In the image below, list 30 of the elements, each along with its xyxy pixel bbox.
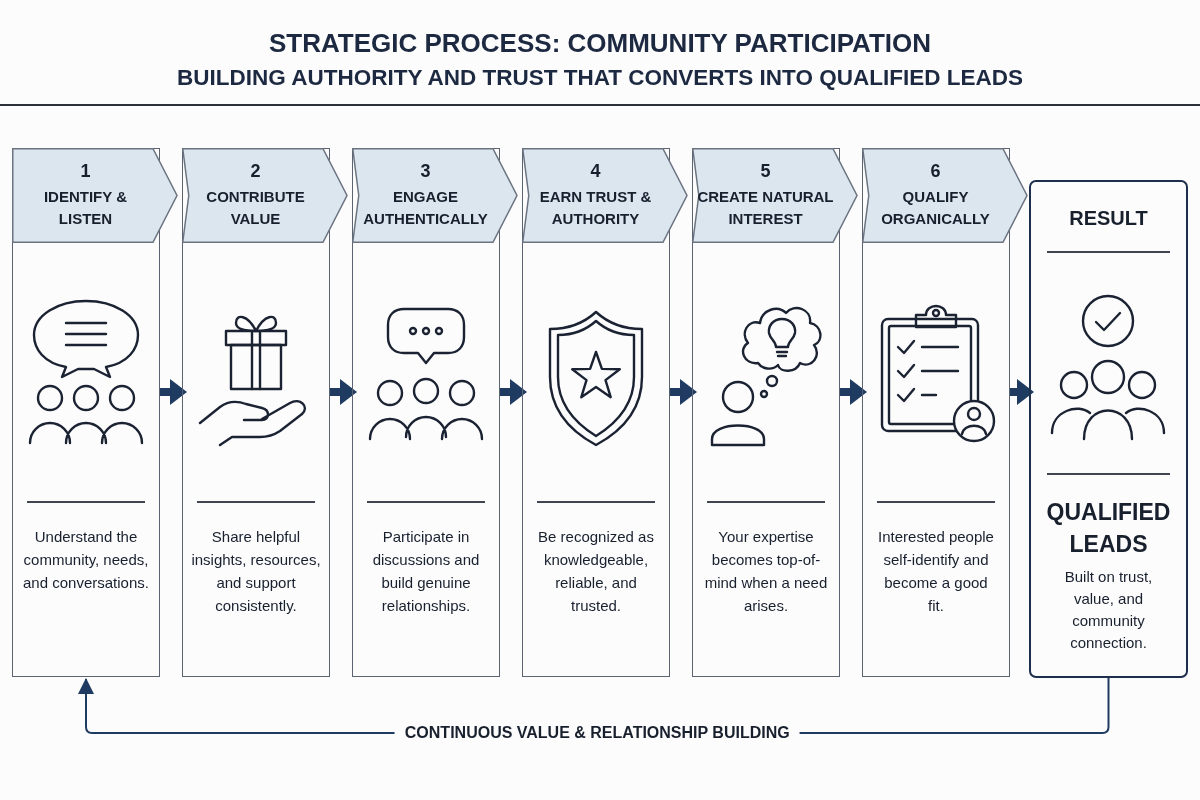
arrow — [160, 379, 187, 405]
diagram-title: STRATEGIC PROCESS: COMMUNITY PARTICIPATION — [268, 28, 932, 58]
step-title: EARN TRUST & AUTHORITY — [538, 186, 653, 229]
step-description: Your expertise becomes top-of-mind when a need arises. — [703, 527, 829, 616]
arrow — [330, 379, 357, 405]
arrow — [840, 379, 867, 405]
step-title: CONTRIBUTE VALUE — [205, 186, 306, 229]
step-number: 3 — [420, 160, 431, 181]
step-number: 1 — [80, 160, 91, 181]
result-heading: RESULT — [1069, 206, 1148, 231]
step-description: Understand the community, needs, and conversations. — [22, 527, 150, 593]
diagram-subtitle: BUILDING AUTHORITY AND TRUST THAT CONVERTS INTO QUALIFIED LEADS — [177, 64, 1023, 92]
step-description: Be recognized as knowledgeable, reliable, and trusted. — [537, 527, 655, 616]
arrow — [1010, 379, 1034, 405]
step-number: 5 — [760, 160, 771, 181]
step-number: 6 — [930, 160, 941, 181]
step-description: Interested people self-identify and become a good fit. — [877, 527, 995, 616]
step-title: ENGAGE AUTHENTICALLY — [362, 186, 489, 229]
step-description: Participate in discussions and build genuine relationships. — [371, 527, 481, 616]
result-panel — [1029, 180, 1188, 678]
result-title: QUALIFIED LEADS — [1045, 498, 1172, 559]
step-number: 2 — [250, 160, 261, 181]
step-title: CREATE NATURAL INTEREST — [696, 186, 835, 229]
arrow — [670, 379, 697, 405]
step-number: 4 — [590, 160, 601, 181]
result-description: Built on trust, value, and community connection. — [1063, 567, 1154, 653]
step-description: Share helpful insights, resources, and support consistently. — [190, 527, 322, 616]
step-title: IDENTIFY & LISTEN — [42, 186, 129, 229]
step-title: QUALIFY ORGANICALLY — [880, 186, 991, 229]
arrow — [500, 379, 527, 405]
